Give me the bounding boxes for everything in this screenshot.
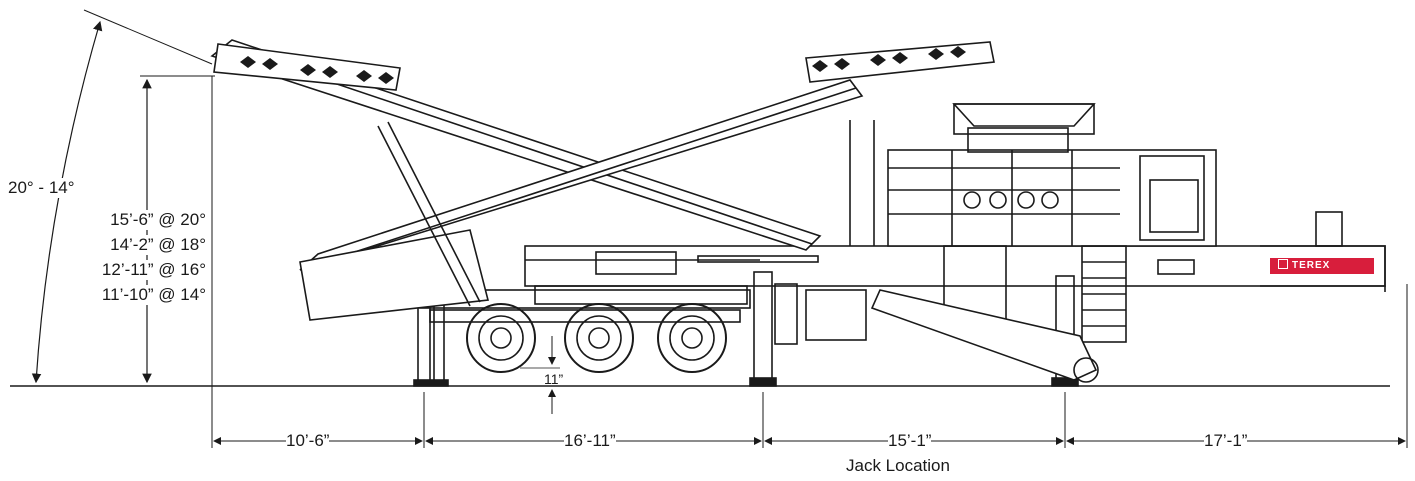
- angle-arc: [31, 20, 103, 384]
- dimension-label-3: 15’-1”: [888, 431, 932, 451]
- angle-range-label: 20° - 14°: [8, 178, 75, 198]
- machine-outline: [210, 39, 1386, 387]
- height-label-14: 11’-10” @ 14°: [82, 285, 206, 305]
- jack-location-label: Jack Location: [846, 456, 950, 476]
- dimension-label-4: 17’-1”: [1204, 431, 1248, 451]
- dimension-label-1: 10’-6”: [286, 431, 330, 451]
- terex-logo: TEREX: [1270, 258, 1374, 274]
- conveyor-head-markers: [240, 46, 966, 84]
- height-label-16: 12’-11” @ 16°: [82, 260, 206, 280]
- height-label-18: 14’-2” @ 18°: [82, 235, 206, 255]
- clearance-label: 11”: [544, 371, 564, 387]
- dimension-extension-lines: [211, 76, 1408, 448]
- height-label-20: 15’-6” @ 20°: [82, 210, 206, 230]
- terex-logo-icon: [1278, 259, 1288, 269]
- angle-reference-line: [83, 9, 213, 65]
- terex-logo-text: TEREX: [1292, 260, 1331, 271]
- dimension-label-2: 16’-11”: [564, 431, 616, 451]
